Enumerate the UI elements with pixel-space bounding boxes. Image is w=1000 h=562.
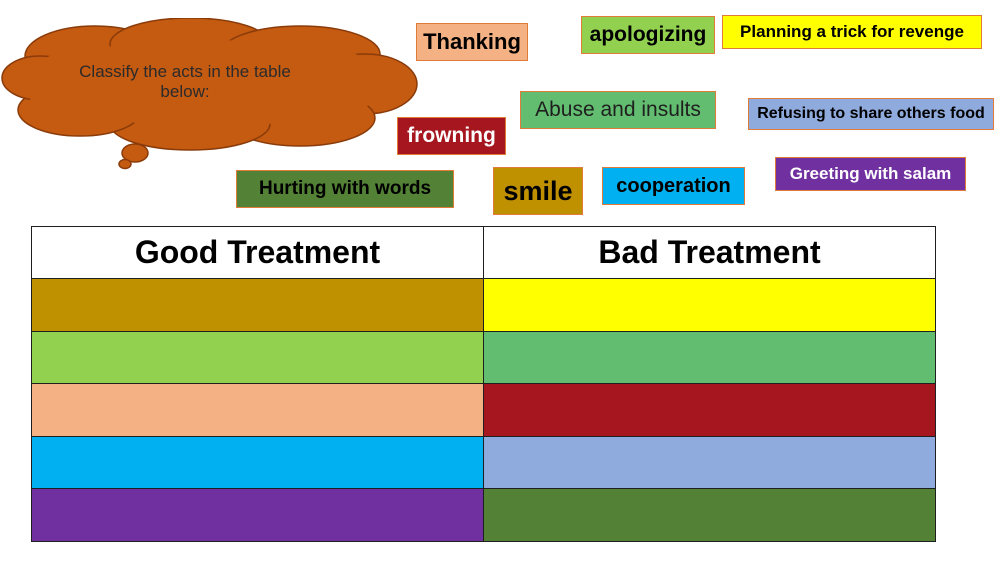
table-row — [31, 488, 936, 542]
good-drop-slot-2[interactable] — [31, 330, 484, 385]
card-hurting-words[interactable]: Hurting with words — [236, 170, 454, 208]
card-abuse-insults[interactable]: Abuse and insults — [520, 91, 716, 129]
table-row — [31, 435, 936, 490]
card-cooperation[interactable]: cooperation — [602, 167, 745, 205]
good-drop-slot-3[interactable] — [31, 383, 484, 437]
card-refusing-share[interactable]: Refusing to share others food — [748, 98, 994, 130]
table-header-row: Good Treatment Bad Treatment — [31, 226, 936, 279]
classification-table: Good Treatment Bad Treatment — [31, 226, 936, 542]
bad-drop-slot-2[interactable] — [483, 330, 936, 385]
bad-drop-slot-1[interactable] — [483, 278, 936, 332]
bad-drop-slot-3[interactable] — [483, 383, 936, 437]
card-greeting-salam[interactable]: Greeting with salam — [775, 157, 966, 191]
bad-drop-slot-5[interactable] — [483, 488, 936, 542]
thought-cloud — [1, 18, 418, 170]
table-row — [31, 278, 936, 332]
card-thanking[interactable]: Thanking — [416, 23, 528, 61]
bad-treatment-header: Bad Treatment — [483, 226, 936, 279]
good-drop-slot-1[interactable] — [31, 278, 484, 332]
table-row — [31, 330, 936, 385]
instruction-text: Classify the acts in the table below: — [79, 62, 291, 101]
table-row — [31, 383, 936, 437]
good-drop-slot-5[interactable] — [31, 488, 484, 542]
good-treatment-header: Good Treatment — [31, 226, 484, 279]
bad-drop-slot-4[interactable] — [483, 435, 936, 490]
card-frowning[interactable]: frowning — [397, 117, 506, 155]
card-smile[interactable]: smile — [493, 167, 583, 215]
card-planning-revenge[interactable]: Planning a trick for revenge — [722, 15, 982, 49]
good-drop-slot-4[interactable] — [31, 435, 484, 490]
card-apologizing[interactable]: apologizing — [581, 16, 715, 54]
